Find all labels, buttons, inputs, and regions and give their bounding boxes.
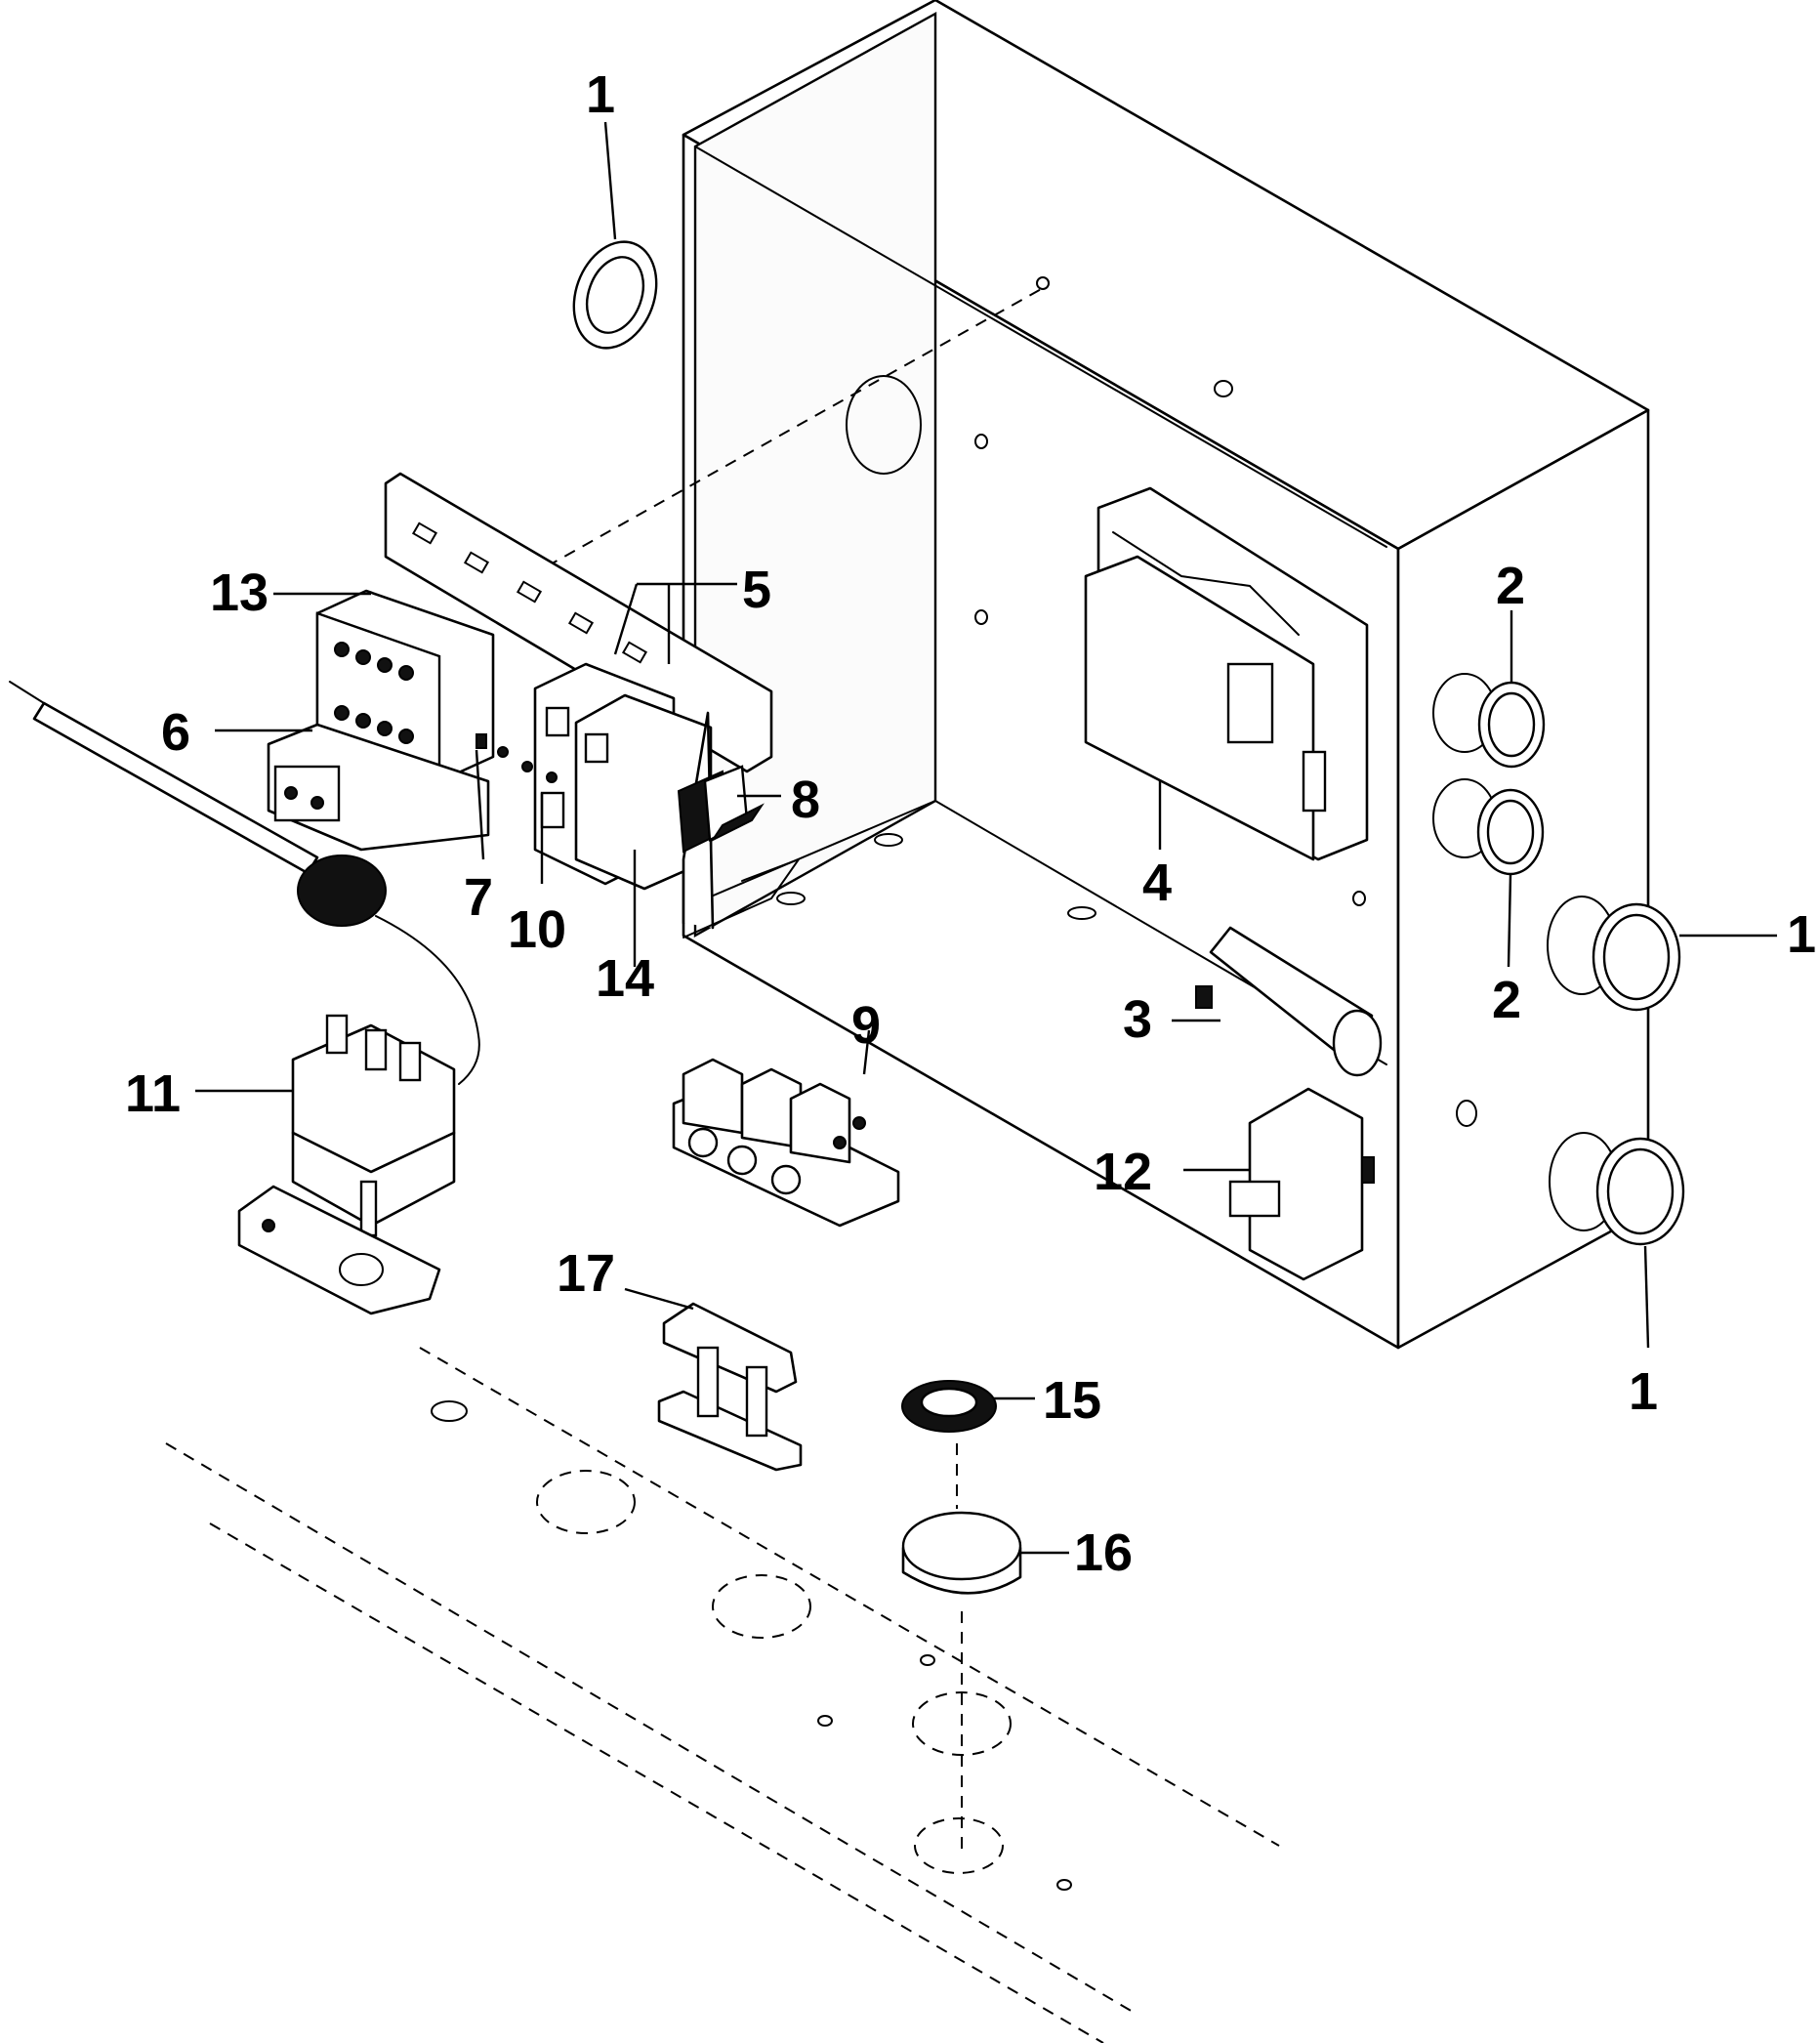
part-1-grommet-side-upper (1547, 896, 1681, 1012)
part-7-terminal-clip (476, 733, 558, 783)
part-17-hinge-clamp (657, 1302, 803, 1472)
part-12-switch (1228, 1087, 1375, 1281)
callout-12: 12 (1094, 1143, 1152, 1201)
part-3-capacitor (1195, 926, 1383, 1077)
part-11-thermostat (237, 1014, 456, 1315)
part-8-transformer (677, 765, 765, 854)
callout-17: 17 (557, 1244, 615, 1303)
din-rail-assembly (384, 472, 773, 773)
part-4-control-board (1084, 486, 1369, 861)
callout-labels: 1 2 2 1 1 3 4 5 6 7 8 9 10 11 12 13 14 1… (125, 65, 1816, 1582)
callout-3: 3 (1123, 990, 1152, 1049)
callout-2-upper: 2 (1496, 557, 1525, 615)
callout-7: 7 (464, 868, 493, 927)
part-6-relay-block (267, 723, 490, 852)
callout-13: 13 (210, 563, 269, 622)
part-9-terminal-strip (672, 1058, 900, 1228)
callout-1-bottom: 1 (1629, 1362, 1658, 1421)
part-10-fuse-holder (540, 791, 565, 829)
callout-15: 15 (1043, 1371, 1101, 1430)
base-plate-outline (165, 1347, 1280, 2043)
callout-4: 4 (1142, 854, 1172, 912)
part-2-grommet-upper (1432, 673, 1546, 769)
callout-14: 14 (596, 949, 654, 1008)
part-5-terminal-blocks (533, 662, 713, 891)
leader-lines (195, 121, 1777, 1555)
callout-9: 9 (851, 996, 881, 1055)
callout-10: 10 (508, 900, 566, 959)
part-1-grommet-top (572, 240, 658, 350)
callout-8: 8 (791, 771, 820, 829)
callout-5: 5 (742, 561, 771, 619)
part-1-grommet-side-lower (1549, 1132, 1685, 1246)
part-16-plug-cap (901, 1511, 1022, 1595)
callout-2-lower: 2 (1492, 971, 1521, 1029)
callout-11: 11 (125, 1064, 181, 1123)
callout-6: 6 (161, 703, 190, 762)
control-box-enclosure (546, 0, 1650, 1350)
callout-16: 16 (1074, 1523, 1133, 1582)
thermostat-capillary (9, 681, 480, 1085)
part-15-grommet (901, 1380, 997, 1433)
part-13-contactor (315, 589, 495, 783)
callout-1-right: 1 (1787, 905, 1816, 964)
callout-1-top: 1 (586, 65, 615, 124)
